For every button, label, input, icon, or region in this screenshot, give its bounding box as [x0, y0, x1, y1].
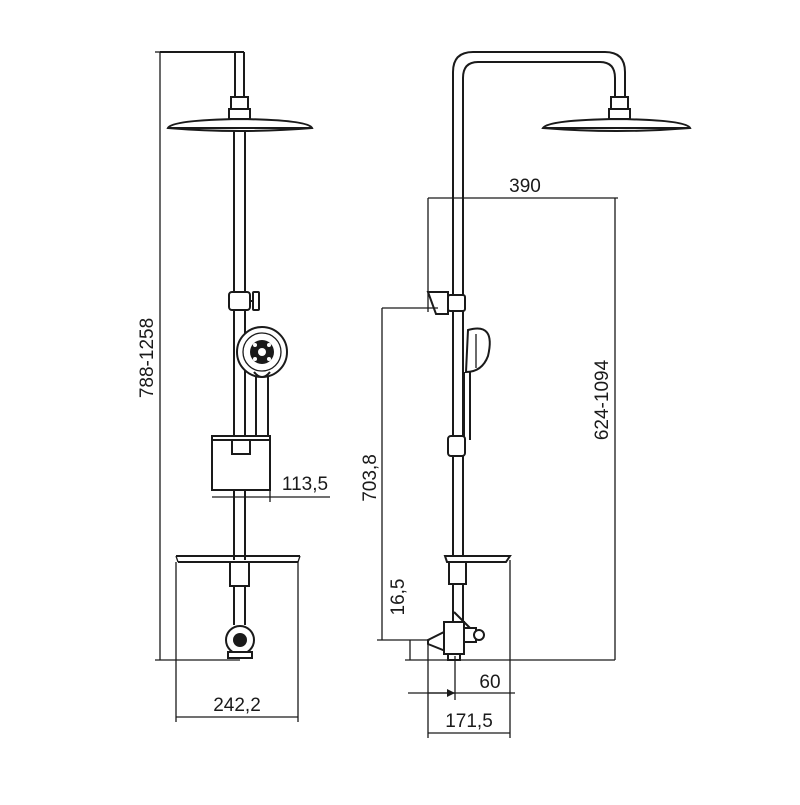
front-top-arm	[160, 51, 251, 120]
front-slider-clip	[228, 291, 260, 311]
side-hand-shower	[463, 327, 491, 440]
side-rain-shower-head	[541, 117, 692, 132]
front-mixer-valve	[225, 561, 255, 659]
front-hand-shower-holder	[211, 435, 271, 491]
front-view: 788-1258 113,5 242,2	[137, 51, 330, 722]
front-rain-shower-head	[166, 117, 314, 132]
dimension-overall-height: 788-1258	[137, 318, 158, 398]
dimension-holder-offset: 113,5	[282, 474, 328, 495]
side-mixer-valve	[427, 561, 485, 661]
front-dimension-lines	[155, 51, 330, 722]
side-holder-clip	[426, 291, 466, 315]
dimension-valve-offset: 60	[479, 672, 500, 693]
dimension-shelf-width: 242,2	[213, 695, 261, 716]
dimension-holder-height: 703,8	[360, 454, 381, 502]
dimension-arm-reach: 390	[509, 176, 541, 197]
dimension-shelf-depth: 171,5	[445, 711, 493, 732]
side-dimension-lines	[377, 197, 618, 738]
side-shelf	[443, 555, 512, 563]
front-hand-shower	[236, 326, 288, 440]
dimension-head-height: 624-1094	[592, 359, 613, 440]
side-slider	[447, 435, 466, 457]
side-view: 390 624-1094 703,8 16,5 60 171,5	[360, 51, 692, 738]
side-riser-arm	[452, 51, 631, 560]
dimension-valve-height: 16,5	[388, 579, 409, 616]
